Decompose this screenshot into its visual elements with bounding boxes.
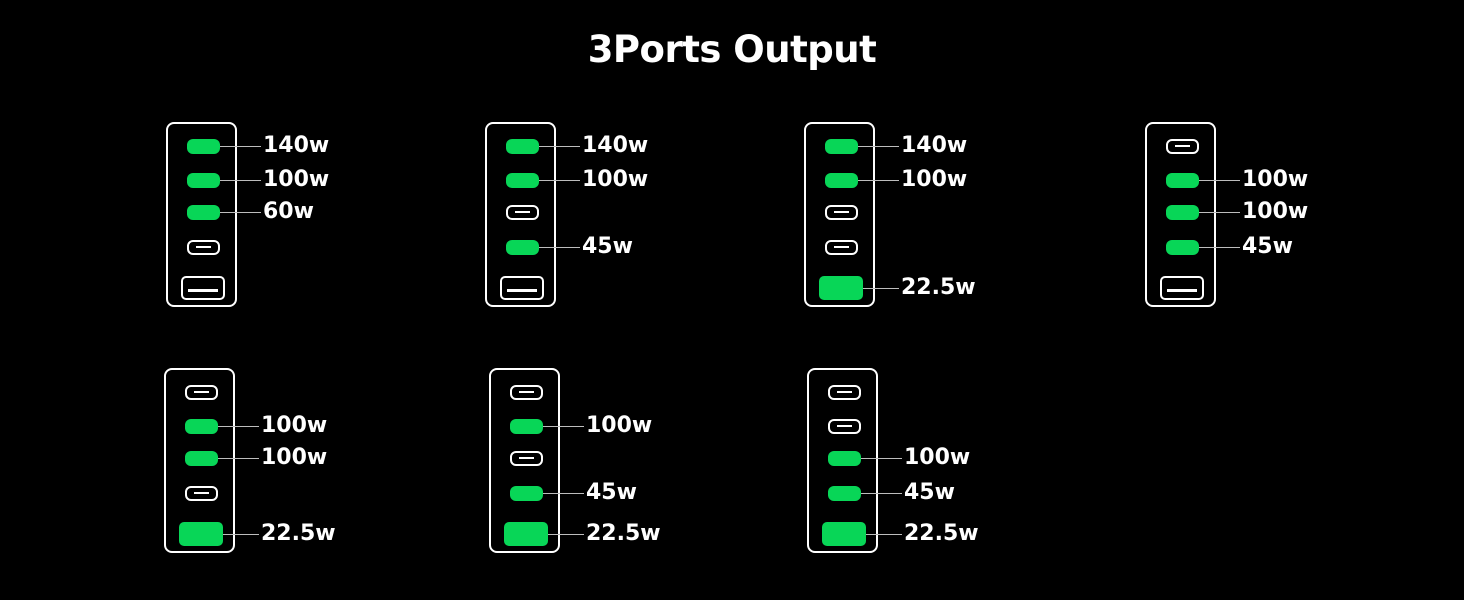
usb-c-port-icon: [509, 418, 543, 434]
charger-diagram: [1145, 122, 1216, 307]
usb-c-port-icon: [827, 418, 861, 434]
power-output-label: 100w: [261, 413, 328, 438]
power-output-label: 100w: [1242, 167, 1309, 192]
power-output-label: 22.5w: [904, 521, 979, 546]
power-output-label: 22.5w: [261, 521, 336, 546]
power-output-label: 140w: [263, 133, 330, 158]
connector-line: [223, 534, 259, 535]
charger-diagram: [166, 122, 237, 307]
power-output-label: 140w: [901, 133, 968, 158]
connector-line: [1198, 247, 1240, 248]
connector-line: [857, 146, 899, 147]
connector-line: [863, 288, 899, 289]
connector-line: [217, 426, 259, 427]
usb-c-port-icon: [824, 239, 858, 255]
power-output-label: 45w: [1242, 234, 1293, 259]
usb-c-port-icon: [505, 138, 539, 154]
usb-c-port-icon: [509, 450, 543, 466]
usb-c-port-icon: [824, 204, 858, 220]
usb-c-port-icon: [827, 450, 861, 466]
usb-a-port-icon: [1160, 276, 1204, 300]
usb-c-port-icon: [824, 138, 858, 154]
usb-a-port-icon: [179, 522, 223, 546]
power-output-label: 22.5w: [586, 521, 661, 546]
usb-c-port-icon: [184, 384, 218, 400]
connector-line: [860, 493, 902, 494]
usb-c-port-icon: [505, 204, 539, 220]
usb-c-port-icon: [184, 418, 218, 434]
connector-line: [219, 146, 261, 147]
usb-a-port-icon: [819, 276, 863, 300]
connector-line: [542, 493, 584, 494]
connector-line: [548, 534, 584, 535]
power-output-label: 140w: [582, 133, 649, 158]
usb-a-port-icon: [500, 276, 544, 300]
usb-a-port-icon: [181, 276, 225, 300]
page-title: 3Ports Output: [587, 28, 877, 71]
charger-diagram: [489, 368, 560, 553]
usb-a-port-icon: [504, 522, 548, 546]
usb-c-port-icon: [186, 172, 220, 188]
usb-c-port-icon: [505, 172, 539, 188]
usb-c-port-icon: [186, 138, 220, 154]
usb-c-port-icon: [186, 239, 220, 255]
connector-line: [857, 180, 899, 181]
power-output-label: 45w: [582, 234, 633, 259]
usb-c-port-icon: [509, 384, 543, 400]
connector-line: [538, 247, 580, 248]
connector-line: [219, 212, 261, 213]
charger-diagram: [804, 122, 875, 307]
usb-a-port-icon: [822, 522, 866, 546]
power-output-label: 100w: [1242, 199, 1309, 224]
connector-line: [860, 458, 902, 459]
connector-line: [538, 146, 580, 147]
charger-diagram: [807, 368, 878, 553]
usb-c-port-icon: [184, 450, 218, 466]
connector-line: [219, 180, 261, 181]
usb-c-port-icon: [509, 485, 543, 501]
power-output-label: 100w: [263, 167, 330, 192]
power-output-label: 100w: [582, 167, 649, 192]
connector-line: [1198, 180, 1240, 181]
usb-c-port-icon: [827, 485, 861, 501]
usb-c-port-icon: [827, 384, 861, 400]
power-output-label: 60w: [263, 199, 314, 224]
power-output-label: 100w: [901, 167, 968, 192]
power-output-label: 100w: [904, 445, 971, 470]
usb-c-port-icon: [1165, 172, 1199, 188]
power-output-label: 45w: [586, 480, 637, 505]
usb-c-port-icon: [505, 239, 539, 255]
power-output-label: 45w: [904, 480, 955, 505]
power-output-label: 100w: [261, 445, 328, 470]
connector-line: [542, 426, 584, 427]
usb-c-port-icon: [1165, 239, 1199, 255]
power-output-label: 22.5w: [901, 275, 976, 300]
usb-c-port-icon: [184, 485, 218, 501]
connector-line: [217, 458, 259, 459]
usb-c-port-icon: [824, 172, 858, 188]
connector-line: [866, 534, 902, 535]
charger-diagram: [485, 122, 556, 307]
usb-c-port-icon: [1165, 204, 1199, 220]
power-output-label: 100w: [586, 413, 653, 438]
connector-line: [1198, 212, 1240, 213]
charger-diagram: [164, 368, 235, 553]
usb-c-port-icon: [1165, 138, 1199, 154]
usb-c-port-icon: [186, 204, 220, 220]
connector-line: [538, 180, 580, 181]
